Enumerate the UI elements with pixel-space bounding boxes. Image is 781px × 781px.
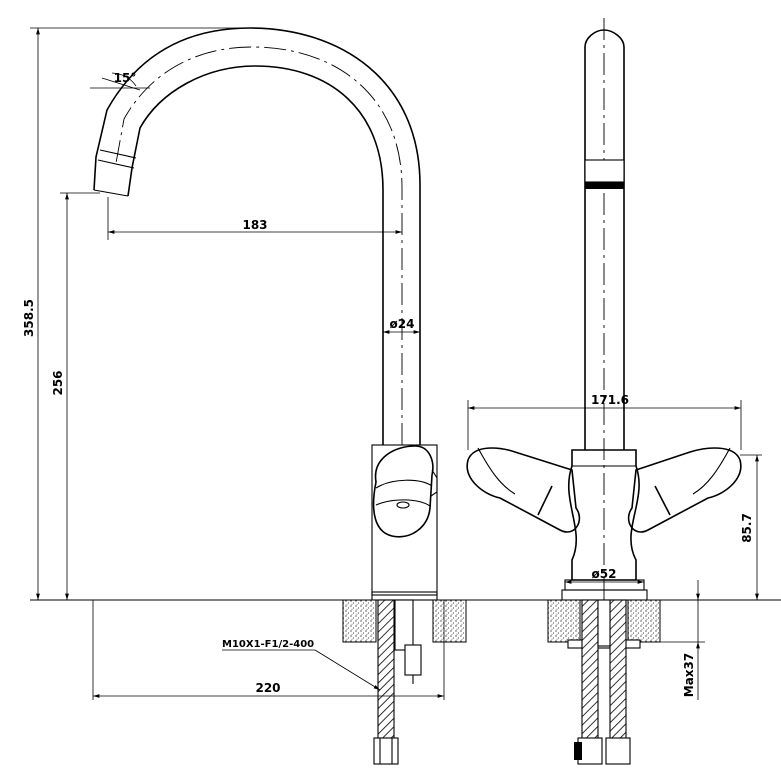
front-hose-nut-right: [605, 737, 631, 765]
front-base-ring: [564, 579, 645, 591]
side-view: 358.5 256 183 ø24 15° 220 M10X1-F1/2-400: [22, 27, 781, 765]
spout-outer-curve: [93, 27, 421, 445]
lever-indicator: [396, 501, 410, 509]
aerator-ring-2: [99, 149, 137, 159]
faucet-body: [371, 444, 438, 596]
left-handle-edge: [477, 447, 516, 495]
front-stud: [597, 599, 611, 647]
dim-outlet-height: 256: [51, 370, 65, 395]
counter-section-right: [432, 599, 467, 643]
left-handle-mark: [537, 485, 553, 516]
base-flange: [371, 591, 438, 601]
mounting-nut: [404, 644, 422, 676]
angle-arc: [111, 72, 137, 87]
front-counter-left: [547, 599, 581, 643]
front-nut-shade: [574, 742, 582, 760]
dim-total-height: 358.5: [22, 299, 36, 337]
front-hose-left: [581, 599, 599, 741]
hose-label-leader: [314, 649, 381, 691]
dim-overall-reach: 220: [255, 681, 280, 695]
front-aerator-ring: [584, 159, 625, 183]
hose-spec-label: M10X1-F1/2-400: [222, 639, 314, 650]
dim-handle-span: 171.6: [591, 393, 629, 407]
lever-pivot: [430, 469, 438, 497]
lever-edge: [375, 479, 433, 489]
lever-handle: [372, 445, 434, 538]
front-counter-right: [627, 599, 661, 643]
spout-nozzle-tip: [93, 189, 129, 197]
aerator-ring: [97, 159, 135, 169]
dim-body-height: 85.7: [740, 513, 754, 543]
dim-base-diameter: ø52: [592, 567, 617, 581]
counter-section-left: [342, 599, 377, 643]
angle-line: [101, 77, 141, 91]
front-view: 171.6 85.7 ø52 Max37: [466, 18, 762, 765]
front-aerator-outlet: [585, 182, 624, 189]
dim-max-counter: Max37: [682, 653, 696, 697]
front-spout: [584, 29, 625, 450]
spout-centerline: [115, 46, 403, 445]
dim-spout-diameter: ø24: [390, 317, 415, 331]
right-handle-edge: [692, 447, 731, 495]
supply-hose: [377, 599, 395, 741]
dim-spout-angle: 15°: [114, 71, 137, 85]
front-base-flange: [561, 589, 648, 601]
hose-nut: [373, 737, 399, 765]
mounting-stud: [394, 599, 414, 651]
right-handle: [627, 447, 742, 533]
lever-edge-2: [375, 499, 431, 507]
front-hose-right: [609, 599, 627, 741]
dim-spout-reach: 183: [242, 218, 267, 232]
left-handle: [466, 447, 581, 533]
right-handle-mark: [654, 485, 671, 516]
spout-inner-curve: [127, 65, 384, 445]
